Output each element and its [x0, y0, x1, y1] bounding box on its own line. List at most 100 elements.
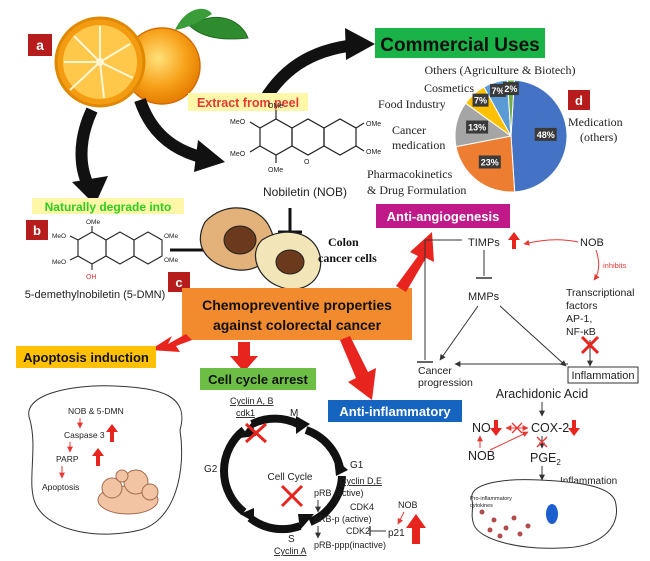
pie-label-pharma-2: & Drug Formulation [367, 183, 466, 197]
transcription-factors: Transcriptional factors AP-1, NF-κB [566, 287, 634, 338]
inflammation-label: Inflammation [572, 370, 635, 382]
svg-text:OMe: OMe [268, 167, 283, 174]
arrow-to-cellcycle [230, 342, 258, 372]
cyclin-de-label: Cyclin D,E [340, 476, 382, 486]
cell-cycle-ring [219, 414, 346, 534]
degrade-label-bg [32, 198, 184, 214]
svg-text:OMe: OMe [86, 219, 100, 226]
pge-text: PGE [530, 451, 556, 465]
pie-value-label-1: 23% [481, 157, 499, 167]
p21-up-arrow [406, 514, 426, 544]
leaf-icon-2 [175, 8, 212, 30]
nob-inhibits-arrow [593, 249, 600, 281]
prb-active-label: pRB (active) [314, 488, 364, 498]
nobiletin-structure [249, 110, 365, 163]
svg-text:MeO: MeO [52, 233, 66, 240]
svg-text:OMe: OMe [268, 103, 283, 110]
inflam-result-label: Inflammation [560, 476, 617, 487]
apoptosis-label: Apoptosis [42, 482, 79, 492]
no-down-arrow [490, 420, 502, 436]
cycle-nob-label: NOB [398, 500, 418, 510]
pie-label-cancer: Cancer [392, 123, 426, 137]
chemo-label: Chemopreventive properties [202, 297, 392, 313]
svg-text:OMe: OMe [366, 121, 381, 128]
cdk1-label: cdk1 [236, 408, 255, 418]
phase-m-label: M [290, 408, 298, 419]
arrow-to-apoptosis [150, 334, 192, 352]
pie-label-medication-2: (others) [580, 130, 617, 144]
svg-text:factors: factors [566, 300, 598, 312]
prbp-label: pRB-p (active) [314, 514, 372, 524]
apoptosis-title-bg [16, 346, 156, 368]
pie-value-label-3: 7% [474, 96, 487, 106]
pie-chart: 48%23%13%7%7%2% [454, 79, 568, 193]
inflam-title-bg [328, 400, 462, 422]
timps-up-arrow [508, 232, 520, 249]
pie-value-label-0: 48% [537, 130, 555, 140]
dmn-label: 5-demethylnobiletin (5-DMN) [25, 289, 166, 301]
pie-value-label-2: 13% [468, 123, 486, 133]
cox-pge-cross [536, 436, 548, 448]
svg-text:MeO: MeO [52, 259, 66, 266]
cytokines-label-2: cytokines [470, 503, 493, 509]
arachidonic-label: Arachidonic Acid [496, 387, 588, 401]
pge-sub: 2 [556, 458, 561, 467]
phase-g2-label: G2 [204, 464, 218, 475]
svg-text:d: d [575, 93, 583, 108]
svg-text:MeO: MeO [230, 151, 246, 158]
cyclin-ab-label: Cyclin A, B [230, 396, 274, 406]
inhibits-label: inhibits [603, 261, 627, 270]
pie-value-bg-4 [490, 83, 507, 97]
panel-label-a: a [28, 34, 52, 56]
mmps-to-inflam-arrow [499, 305, 567, 367]
caspase-label: Caspase 3 [64, 430, 105, 440]
caspase-up-arrow [106, 424, 118, 442]
colon-label: Colon [328, 235, 359, 249]
chemo-box [182, 288, 412, 340]
angio-nob-label: NOB [580, 237, 604, 249]
inflammation-box [567, 366, 639, 384]
inflam-cell-nucleus [546, 504, 558, 524]
svg-text:MeO: MeO [230, 119, 246, 126]
dmn-structure [69, 226, 163, 270]
apoptosis-title: Apoptosis induction [23, 350, 149, 365]
svg-text:a: a [36, 37, 44, 53]
arrow-to-angiogenesis [396, 232, 434, 292]
pie-value-bg-5 [502, 82, 519, 96]
nobiletin-label: Nobiletin (NOB) [263, 185, 347, 199]
pge-label: PGE2 [530, 451, 561, 467]
cell-cycle-arrowheads [240, 416, 348, 530]
cellcycle-title: Cell cycle arrest [208, 372, 308, 387]
pie-label-cancer-2: medication [392, 138, 445, 152]
svg-text:O: O [304, 159, 310, 166]
parp-label: PARP [56, 454, 79, 464]
inflam-cell-icon [471, 479, 617, 549]
nobiletin-labels: OMe MeO MeO OMe OMe OMe O [230, 103, 381, 174]
angio-title: Anti-angiogenesis [387, 209, 500, 224]
degrade-label: Naturally degrade into [45, 200, 172, 214]
cytokines-label: Pro-inflammatory [470, 496, 512, 502]
pie-label-others: Others (Agriculture & Biotech) [425, 63, 576, 77]
svg-text:Transcriptional: Transcriptional [566, 287, 634, 299]
cancer-cell-icon [199, 207, 322, 290]
no-label: NO [472, 421, 491, 435]
arrow-to-nobiletin [134, 97, 207, 164]
tf-block-cross [580, 335, 600, 355]
phase-s-label: S [288, 534, 295, 545]
apoptotic-bodies [97, 469, 159, 515]
cellcycle-title-bg [200, 368, 316, 390]
extract-label-bg [188, 93, 308, 111]
leaf-icon [189, 17, 249, 40]
svg-text:OMe: OMe [164, 257, 178, 264]
pie-value-bg-2 [466, 120, 489, 134]
inflam-title: Anti-inflammatory [339, 404, 451, 419]
cox2-label: COX-2 [531, 421, 569, 435]
dmn-oh-label: OH [86, 274, 97, 281]
orange-segments [64, 26, 134, 99]
colon-label-2: cancer cells [318, 251, 377, 265]
chemo-label-2: against colorectal cancer [213, 317, 382, 333]
panel-label-d: d [568, 90, 590, 110]
pie-value-bg-1 [478, 155, 501, 169]
pie-label-medication: Medication [568, 115, 623, 129]
